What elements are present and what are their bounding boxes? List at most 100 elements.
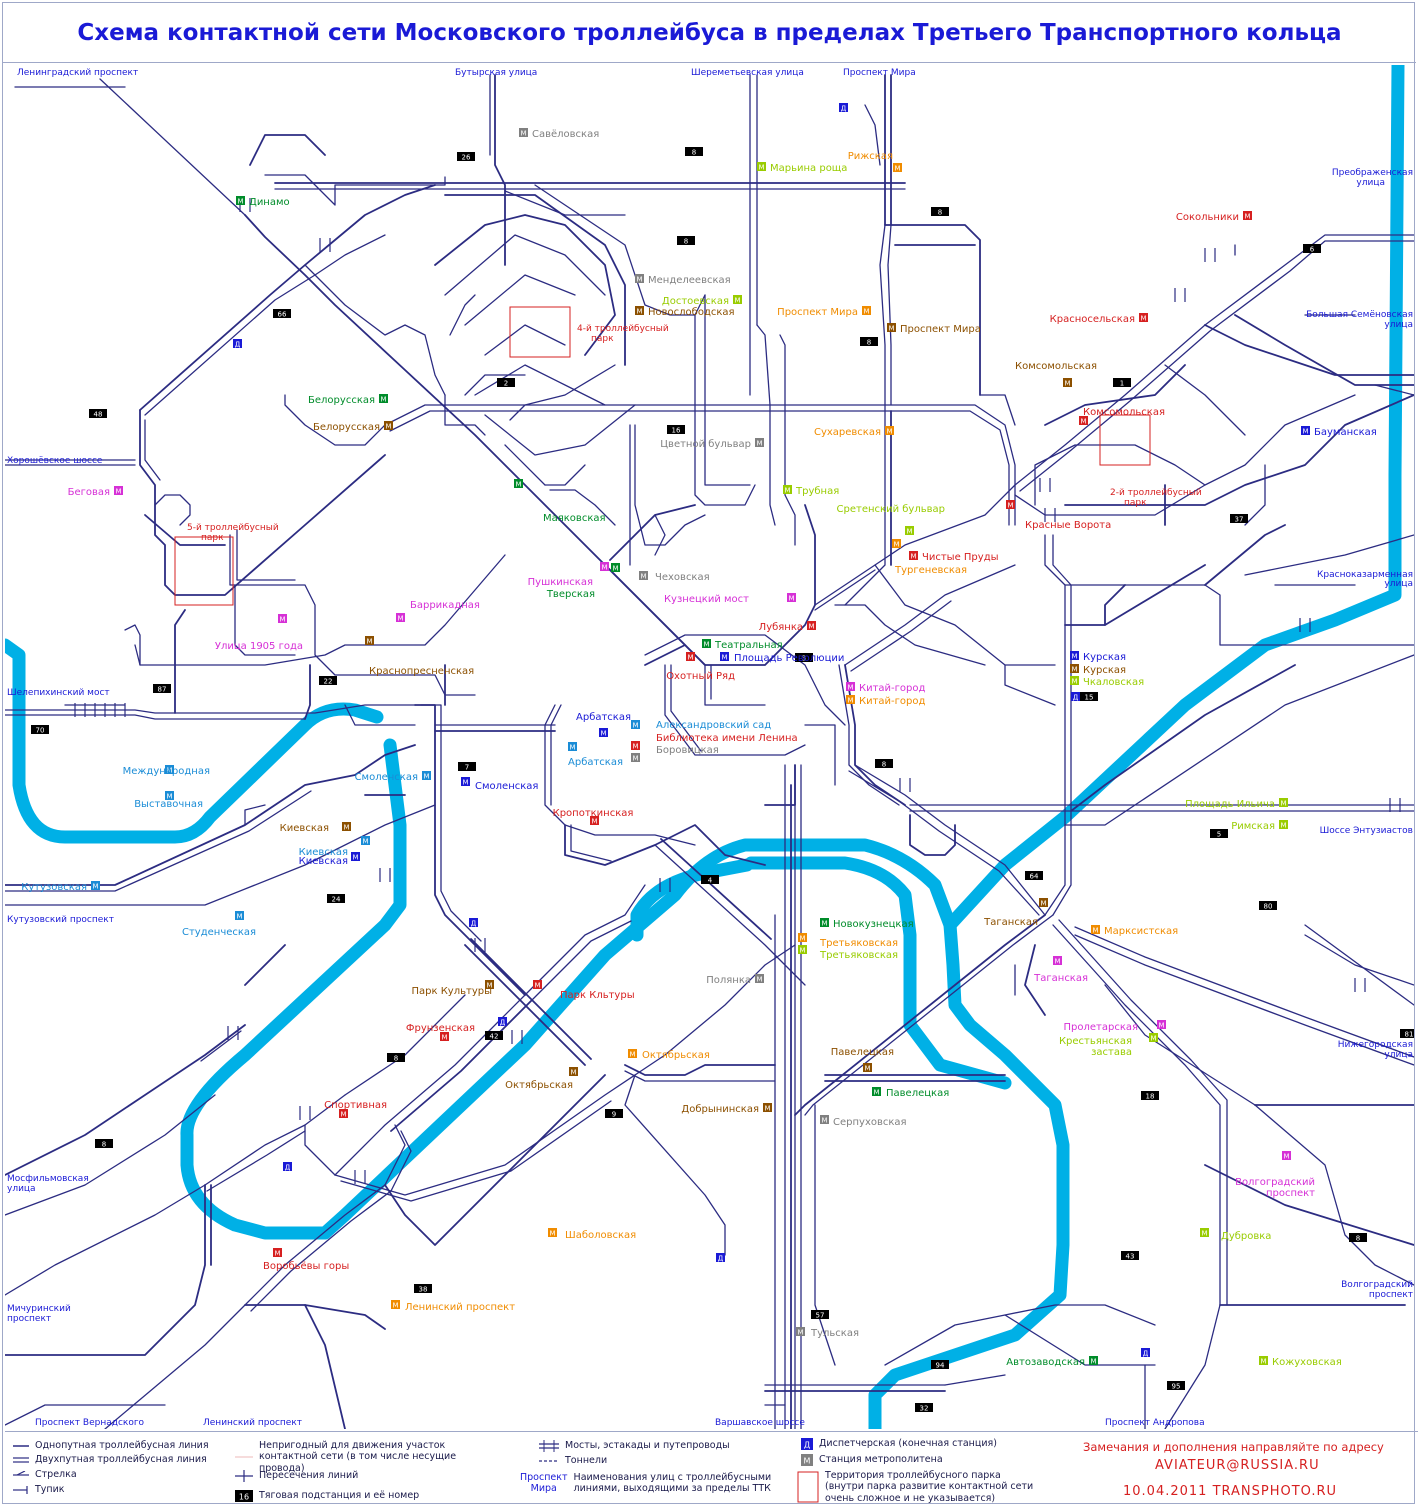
depot-layer	[174, 306, 1151, 606]
metro-station-icon	[820, 918, 829, 927]
trolleybus-line	[434, 214, 616, 356]
substation-icon	[153, 684, 171, 693]
metro-station-icon	[1070, 664, 1079, 673]
metro-station-icon	[236, 196, 245, 205]
metro-station-icon-text: М	[886, 428, 892, 436]
trolleybus-line	[844, 564, 1016, 666]
trolleybus-line	[524, 884, 646, 996]
trolleybus-line	[384, 404, 886, 426]
trolleybus-line	[244, 944, 286, 986]
trolleybus-line	[5, 790, 312, 892]
map-label: Шереметьевская улица	[691, 68, 804, 78]
trolleybus-line	[644, 634, 846, 726]
metro-station-icon	[1070, 651, 1079, 660]
trolleybus-line	[854, 764, 1046, 916]
metro-station-icon	[1053, 956, 1062, 965]
substation-icon-text: 8	[102, 1141, 106, 1149]
map-label: Марьина роща	[770, 163, 847, 174]
trolleybus-line	[144, 514, 226, 546]
map-label: Шоссе Энтузиастов	[1320, 826, 1413, 836]
metro-station-icon-text: М	[1071, 653, 1077, 661]
substation-icon	[1141, 1091, 1159, 1100]
substation-icon-text: 95	[1172, 1383, 1181, 1391]
substation-icon-text: 24	[332, 896, 341, 904]
trolleybus-line	[200, 1030, 242, 1062]
metro-station-icon	[733, 295, 742, 304]
map-date: 10.04.2011 TRANSPHOTO.RU	[1123, 1484, 1338, 1499]
trolleybus-line	[1074, 934, 1414, 1066]
trolleybus-line	[414, 704, 526, 996]
map-label: Китай-город	[859, 696, 925, 707]
trolleybus-line	[1052, 824, 1072, 916]
trolleybus-line	[5, 704, 416, 714]
metro-station-icon	[755, 974, 764, 983]
metro-station-icon-text: М	[687, 654, 693, 662]
metro-station-icon	[361, 836, 370, 845]
substation-icon	[1259, 901, 1277, 910]
trolleybus-line	[704, 664, 766, 706]
map-label: Рижская	[848, 151, 893, 162]
legend-unusable: Непригодный для движения участок контакт…	[235, 1440, 495, 1474]
metro-station-icon	[905, 526, 914, 535]
map-label: Мосфильмовская	[7, 1174, 89, 1184]
substation-icon-text: 87	[158, 686, 167, 694]
metro-station-icon	[783, 485, 792, 494]
map-label: проспект	[7, 1314, 51, 1324]
map-label: Мичуринский	[7, 1304, 71, 1314]
trolleybus-line	[884, 410, 1010, 526]
substation-icon	[497, 378, 515, 387]
metro-station-icon	[846, 682, 855, 691]
trolleybus-line	[174, 609, 186, 714]
metro-station-icon-text: М	[629, 1051, 635, 1059]
trolleybus-line	[884, 1304, 1156, 1366]
metro-station-icon-text: М	[601, 564, 607, 572]
trolleybus-line	[814, 569, 876, 611]
map-label: Крестьянская	[1059, 1036, 1132, 1047]
metro-station-icon-text: М	[821, 1117, 827, 1125]
metro-station-icon-text: М	[1158, 1022, 1164, 1030]
metro-station-icon	[1149, 1033, 1158, 1042]
dispatch-icon-text: Д	[235, 341, 241, 349]
trolleybus-line	[344, 994, 466, 1096]
substation-icon	[701, 875, 719, 884]
metro-station-icon-text: М	[764, 1105, 770, 1113]
trolleybus-line	[5, 1184, 206, 1356]
metro-station-icon-text: М	[632, 743, 638, 751]
legend-switch: Стрелка	[13, 1469, 77, 1480]
map-label: Бутырская улица	[455, 68, 537, 78]
map-label: Савёловская	[532, 129, 599, 140]
tunnel-icon	[539, 1460, 559, 1462]
trolleybus-line	[530, 920, 632, 1002]
metro-station-icon	[339, 1109, 348, 1118]
substation-icon-text: 2	[504, 380, 508, 388]
dispatch-letter: Д	[804, 1441, 810, 1450]
map-label: Менделеевская	[648, 275, 731, 286]
trolleybus-line	[1044, 534, 1066, 826]
map-label: улица	[1384, 1050, 1413, 1060]
map-label: Добрынинская	[681, 1104, 759, 1115]
trolleybus-line	[5, 744, 416, 886]
trolleybus-line	[1052, 534, 1072, 826]
substation-icon	[605, 1109, 623, 1118]
legend-tunnels: Тоннели	[539, 1455, 607, 1466]
trolleybus-line	[779, 334, 796, 546]
trolleybus-line	[624, 1074, 726, 1256]
map-label: Арбатская	[568, 757, 623, 768]
map-label: Комсомольская	[1083, 407, 1165, 418]
dispatch-icon-text: Д	[471, 920, 477, 928]
trolleybus-line	[484, 404, 636, 456]
contact-email[interactable]: AVIATEUR@RUSSIA.RU	[1155, 1458, 1320, 1473]
trolleybus-line	[887, 224, 892, 406]
metro-station-icon-text: М	[549, 1230, 555, 1238]
metro-station-icon	[569, 1067, 578, 1076]
map-label: Новокузнецкая	[833, 919, 914, 930]
trolleybus-line	[834, 604, 986, 666]
trolleybus-line	[1234, 314, 1414, 386]
map-label: парк	[201, 533, 224, 543]
map-label: Парк Кльтуры	[560, 990, 635, 1001]
map-label: Театральная	[714, 640, 783, 651]
trolleybus-line	[139, 409, 386, 596]
map-label: Выставочная	[134, 799, 203, 810]
dispatch-icon	[1071, 692, 1080, 701]
